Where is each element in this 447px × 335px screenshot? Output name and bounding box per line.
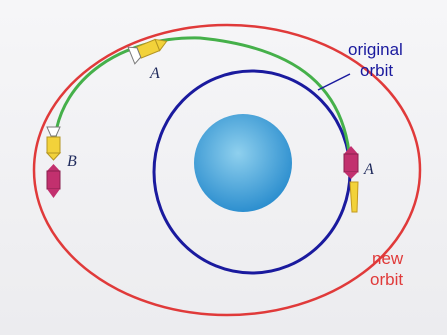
flame-icon [350,182,358,212]
original-orbit-label-line2: orbit [360,61,393,80]
new-orbit-label-line2: orbit [370,270,403,289]
point-a-right-label: A [363,161,374,178]
original-orbit-pointer [318,74,350,90]
original-orbit-label-line1: original [348,40,403,59]
new-orbit-label-line1: new [372,249,404,268]
spacecraft-icon [47,127,60,198]
point-b-label: B [67,153,77,170]
spacecraft-icon [344,146,358,179]
planet-icon [194,114,292,212]
point-a-top-label: A [149,65,160,82]
